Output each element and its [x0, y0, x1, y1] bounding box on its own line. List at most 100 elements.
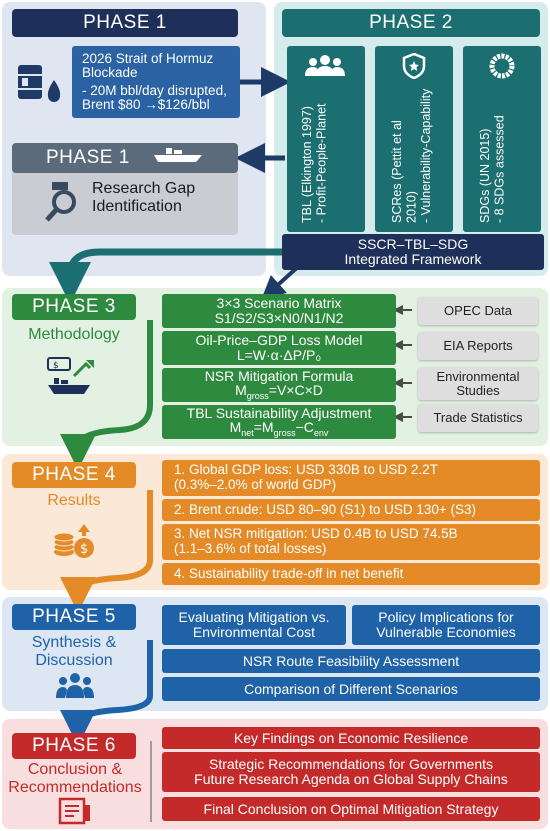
sdgs-column	[463, 46, 541, 232]
shield-icon	[402, 52, 426, 84]
phase6-header: PHASE 6	[12, 733, 136, 759]
synthesis-nsr-feasibility: NSR Route Feasibility Assessment	[162, 649, 540, 673]
method-4-line-2: Mnet=Mgross−Cenv	[230, 420, 329, 438]
tbl-line-2: - Profit-People-Planet	[314, 103, 329, 223]
phase3-header: PHASE 3	[12, 294, 136, 320]
phase3-title: Methodology	[28, 326, 120, 343]
phase5-header: PHASE 5	[12, 604, 136, 630]
method-nsr-formula: NSR Mitigation Formula Mgross=V×C×D	[162, 368, 396, 402]
s2-line-2: Vulnerable Economies	[376, 624, 516, 640]
method-loss-model: Oil-Price–GDP Loss Model L=W·α·ΔP/P₀	[162, 331, 396, 365]
phase6-title-line-2: Recommendations	[8, 778, 142, 796]
method-tbl-adjustment: TBL Sustainability Adjustment Mnet=Mgros…	[162, 405, 396, 439]
synthesis-scenario-comparison: Comparison of Different Scenarios	[162, 677, 540, 701]
phase1-gap-header: PHASE 1	[12, 143, 238, 173]
m4-sub2: gross	[273, 428, 296, 439]
phase1-header: PHASE 1	[12, 9, 238, 37]
c2-line-1: Strategic Recommendations for Government…	[208, 756, 493, 773]
method-2-line-1: Oil-Price–GDP Loss Model	[195, 332, 363, 349]
magnifier-ship-icon	[44, 180, 84, 224]
phase5-title-line-1: Synthesis &	[31, 634, 117, 651]
s1-line-1: Evaluating Mitigation vs.	[178, 609, 330, 626]
research-gap-line-2: Identification	[92, 198, 182, 216]
m3-symbol: M	[235, 382, 247, 399]
method-2-line-2: L=W·α·ΔP/P₀	[236, 347, 322, 363]
phase5-title: Synthesis & Discussion	[6, 634, 142, 670]
sdgs-line-2: - 8 SDGs assessed	[492, 115, 507, 223]
s1-line-2: Environmental Cost	[192, 624, 316, 640]
phase1-gap-header-text: PHASE 1	[46, 147, 130, 168]
report-document-icon	[58, 797, 92, 830]
coins-dollar-icon: $	[52, 522, 96, 567]
integrated-framework-box: SSCR–TBL–SDG Integrated Framework	[282, 234, 544, 270]
m4-sub1: net	[241, 428, 254, 439]
sdg-wheel-icon	[489, 53, 515, 84]
tbl-column	[287, 46, 365, 232]
scenario-line-1: 2026 Strait of Hormuz	[82, 50, 214, 66]
people-group-icon	[56, 672, 94, 703]
result-gdp-loss: 1. Global GDP loss: USD 330B to USD 2.2T…	[162, 460, 540, 496]
m4-c: −C	[295, 419, 314, 436]
scenario-line-2: Blockade	[82, 64, 138, 80]
sdgs-text: SDGs (UN 2015) - 8 SDGs assessed	[478, 88, 507, 223]
money-ship-growth-icon: $	[46, 354, 100, 405]
result-4-text: 4. Sustainability trade-off in net benef…	[174, 565, 404, 581]
data-source-opec: OPEC Data	[418, 297, 538, 325]
scenario-line-3: - 20M bbl/day disrupted,	[82, 83, 227, 98]
result-2-text: 2. Brent crude: USD 80–90 (S1) to USD 13…	[174, 501, 477, 517]
scenario-box: 2026 Strait of Hormuz Blockade - 20M bbl…	[72, 46, 240, 118]
result-3-line-1: 3. Net NSR mitigation: USD 0.4B to USD 7…	[174, 526, 458, 542]
env-line-1: Environmental	[436, 368, 520, 384]
svg-text:$: $	[80, 542, 88, 557]
scenario-line-4: Brent $80 →$126/bbl	[82, 97, 210, 113]
sdgs-line-1: SDGs (UN 2015)	[478, 128, 492, 223]
m3-sub: gross	[246, 391, 269, 402]
oil-barrel-icon	[14, 62, 64, 106]
method-1-line-2: S1/S2/S3×N0/N1/N2	[214, 310, 344, 326]
method-3-line-1: NSR Mitigation Formula	[204, 367, 354, 384]
method-3-line-2: Mgross=V×C×D	[235, 383, 323, 401]
data-source-trade: Trade Statistics	[418, 404, 538, 432]
research-gap-line-1: Research Gap	[92, 180, 196, 197]
result-3-line-2: (1.1–3.6% of total losses)	[174, 541, 327, 556]
synthesis-policy-implications: Policy Implications for Vulnerable Econo…	[352, 605, 540, 645]
data-source-environmental: Environmental Studies	[418, 367, 538, 400]
m4-b: =M	[253, 419, 274, 436]
scres-line-1: SCRes (Pettit et al 2010)	[390, 120, 419, 223]
conclusion-key-findings: Key Findings on Economic Resilience	[162, 727, 540, 749]
tbl-text: TBL (Elkington 1997) - Profit-People-Pla…	[300, 88, 329, 223]
ship-icon	[152, 146, 204, 170]
scres-text: SCRes (Pettit et al 2010) - Vulnerabilit…	[390, 88, 433, 223]
result-sustainability: 4. Sustainability trade-off in net benef…	[162, 563, 540, 585]
data-source-eia: EIA Reports	[418, 332, 538, 360]
synthesis-mitigation-vs-cost: Evaluating Mitigation vs. Environmental …	[162, 605, 346, 645]
conclusion-final: Final Conclusion on Optimal Mitigation S…	[162, 797, 540, 821]
result-1-line-2: (0.3%–2.0% of world GDP)	[174, 477, 337, 492]
research-gap-text: Research Gap Identification	[92, 180, 232, 217]
m3-rhs: =V×C×D	[268, 382, 323, 399]
env-line-2: Studies	[456, 382, 500, 398]
tbl-line-1: TBL (Elkington 1997)	[300, 106, 314, 223]
method-4-line-1: TBL Sustainability Adjustment	[186, 404, 372, 421]
s2-line-1: Policy Implications for	[378, 609, 514, 626]
phase2-header: PHASE 2	[282, 9, 540, 37]
m4-a: M	[229, 419, 242, 436]
phase4-title: Results	[47, 492, 101, 509]
phase4-header: PHASE 4	[12, 462, 136, 488]
framework-line-1: SSCR–TBL–SDG	[357, 236, 469, 253]
phase5-title-line-2: Discussion	[35, 651, 113, 669]
c2-line-2: Future Research Agenda on Global Supply …	[194, 771, 508, 787]
phase6-title: Conclusion & Recommendations	[4, 761, 146, 797]
scres-line-2: - Vulnerability-Capability	[418, 88, 433, 223]
m4-sub3: env	[313, 428, 329, 439]
svg-text:$: $	[53, 361, 59, 371]
method-1-line-1: 3×3 Scenario Matrix	[216, 295, 342, 312]
framework-line-2: Integrated Framework	[344, 251, 482, 267]
conclusion-recommendations: Strategic Recommendations for Government…	[162, 752, 540, 792]
method-scenario-matrix: 3×3 Scenario Matrix S1/S2/S3×N0/N1/N2	[162, 294, 396, 328]
phase6-title-line-1: Conclusion &	[27, 761, 123, 778]
result-nsr-mitigation: 3. Net NSR mitigation: USD 0.4B to USD 7…	[162, 524, 540, 560]
result-1-line-1: 1. Global GDP loss: USD 330B to USD 2.2T	[174, 462, 438, 478]
people-icon	[305, 54, 345, 81]
